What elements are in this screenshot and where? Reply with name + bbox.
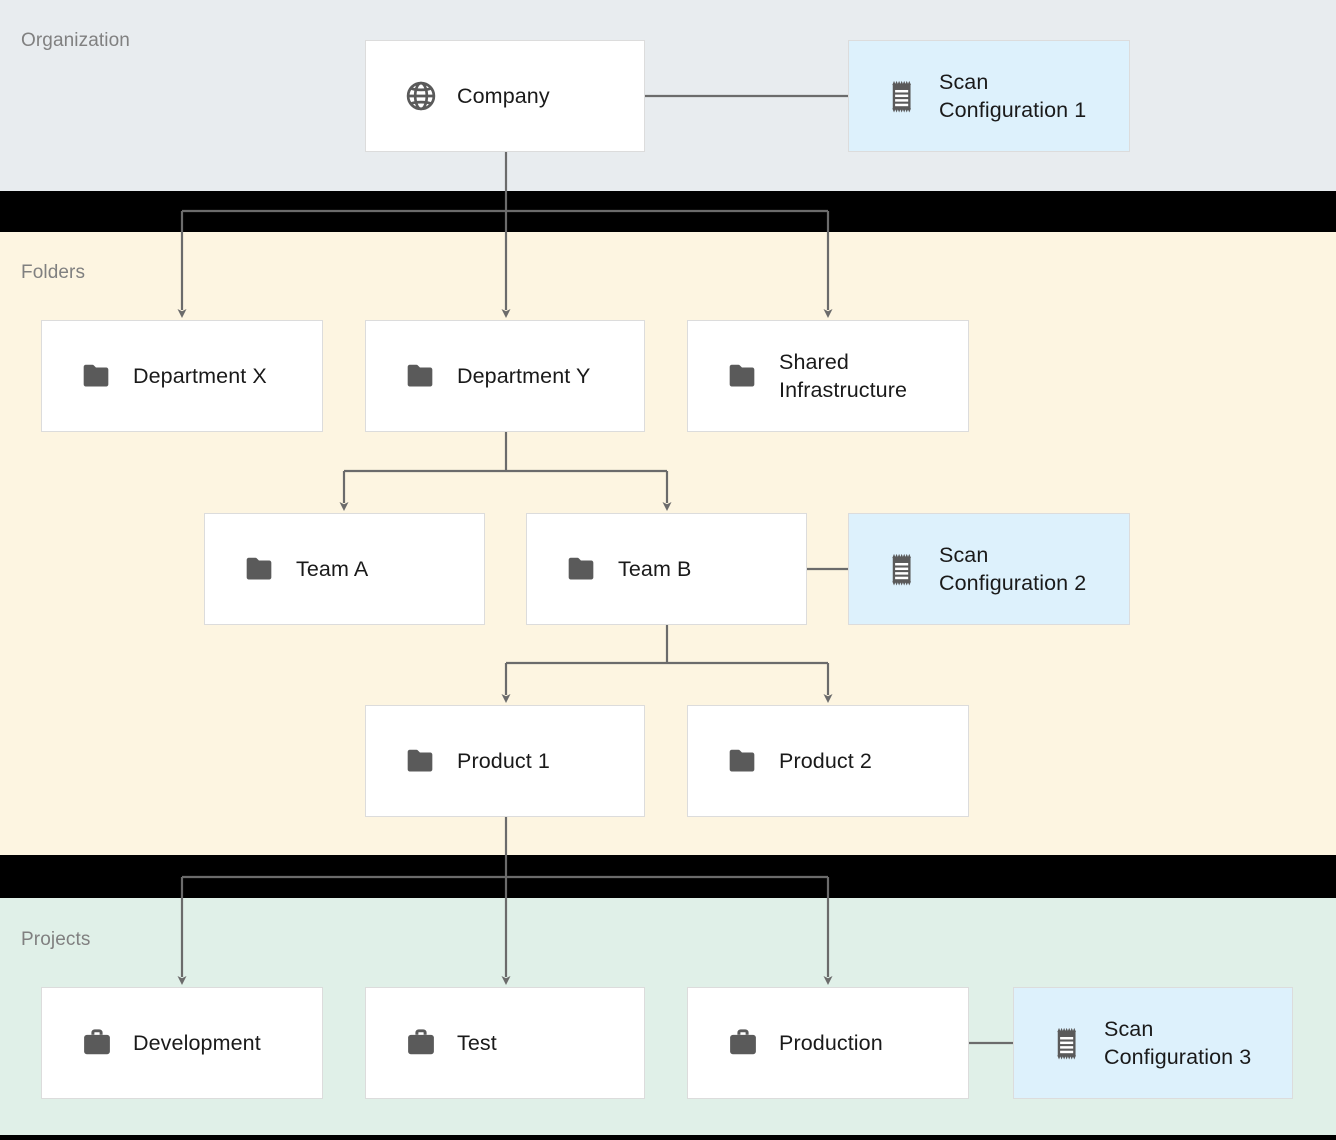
node-label: Development <box>133 1030 261 1055</box>
briefcase-icon <box>80 1026 114 1060</box>
node-label: Department X <box>133 363 267 388</box>
node-label: Scan Configuration 2 <box>939 542 1087 595</box>
folder-icon <box>243 552 277 586</box>
receipt-icon <box>887 79 921 113</box>
node-label: Department Y <box>457 363 591 388</box>
node-label: Production <box>779 1030 883 1055</box>
band-label-folders: Folders <box>21 262 86 283</box>
band-label-projects: Projects <box>21 929 91 950</box>
node-production[interactable]: Production <box>687 987 969 1099</box>
node-team-a[interactable]: Team A <box>204 513 485 625</box>
node-development[interactable]: Development <box>41 987 323 1099</box>
node-label: Team A <box>296 556 369 581</box>
node-label: Scan Configuration 3 <box>1104 1016 1252 1069</box>
node-product-2[interactable]: Product 2 <box>687 705 969 817</box>
node-label: Scan Configuration 1 <box>939 69 1087 122</box>
band-label-organization: Organization <box>21 30 130 51</box>
node-department-y[interactable]: Department Y <box>365 320 645 432</box>
folder-icon <box>80 359 114 393</box>
node-team-b[interactable]: Team B <box>526 513 807 625</box>
node-label: Company <box>457 83 550 108</box>
node-scan-config-2[interactable]: Scan Configuration 2 <box>848 513 1130 625</box>
node-label: Shared Infrastructure <box>779 349 908 402</box>
globe-icon <box>404 79 438 113</box>
band-organization <box>0 0 1336 191</box>
node-scan-config-1[interactable]: Scan Configuration 1 <box>848 40 1130 152</box>
briefcase-icon <box>726 1026 760 1060</box>
node-scan-config-3[interactable]: Scan Configuration 3 <box>1013 987 1293 1099</box>
node-product-1[interactable]: Product 1 <box>365 705 645 817</box>
folder-icon <box>565 552 599 586</box>
node-test[interactable]: Test <box>365 987 645 1099</box>
node-label: Product 1 <box>457 748 550 773</box>
node-shared-infrastructure[interactable]: Shared Infrastructure <box>687 320 969 432</box>
folder-icon <box>404 744 438 778</box>
node-label: Team B <box>618 556 692 581</box>
node-company[interactable]: Company <box>365 40 645 152</box>
node-label: Test <box>457 1030 497 1055</box>
folder-icon <box>726 359 760 393</box>
node-label: Product 2 <box>779 748 872 773</box>
folder-icon <box>726 744 760 778</box>
folder-icon <box>404 359 438 393</box>
briefcase-icon <box>404 1026 438 1060</box>
node-department-x[interactable]: Department X <box>41 320 323 432</box>
receipt-icon <box>887 552 921 586</box>
receipt-icon <box>1052 1026 1086 1060</box>
